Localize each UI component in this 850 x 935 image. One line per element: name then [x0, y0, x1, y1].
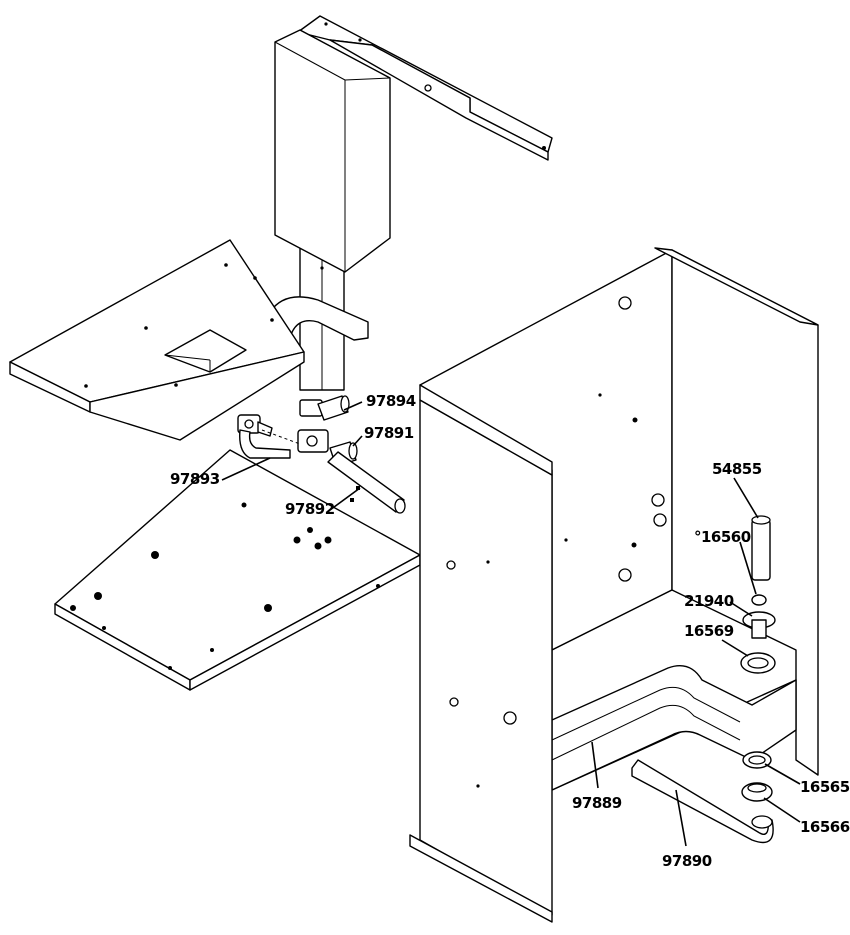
solenoid-valve-left: [237, 414, 291, 459]
label-54855: 54855: [712, 460, 762, 478]
label-16565: 16565: [800, 778, 850, 796]
leader-lines: [221, 401, 801, 847]
upper-tray: [9, 239, 305, 441]
gasket-16569: [740, 652, 776, 674]
label-16566: 16566: [800, 818, 850, 836]
electrical-box: [274, 29, 391, 273]
nut-16566: [741, 782, 773, 802]
tube-97894: [317, 395, 350, 421]
drain-pan: [551, 589, 797, 791]
drain-tube-97890: [631, 759, 774, 844]
tube-97892: [327, 451, 406, 514]
label-97891: 97891: [364, 424, 414, 442]
label-97889: 97889: [572, 794, 622, 812]
label-97892: 97892: [285, 500, 335, 518]
washer-16560: [751, 594, 767, 606]
gasket-16565: [742, 751, 772, 769]
label-97893: 97893: [170, 470, 220, 488]
label-97890: 97890: [662, 852, 712, 870]
label-16560: °16560: [694, 528, 751, 546]
cabinet-left-panel: [409, 384, 553, 923]
label-97894: 97894: [366, 392, 416, 410]
top-bracket-arm: [297, 15, 553, 161]
fitting-54855: [751, 515, 771, 581]
label-16569: 16569: [684, 622, 734, 640]
panel-holes: [446, 296, 667, 788]
curved-bracket: [269, 296, 369, 341]
label-21940: 21940: [684, 592, 734, 610]
base-plate: [54, 449, 421, 691]
